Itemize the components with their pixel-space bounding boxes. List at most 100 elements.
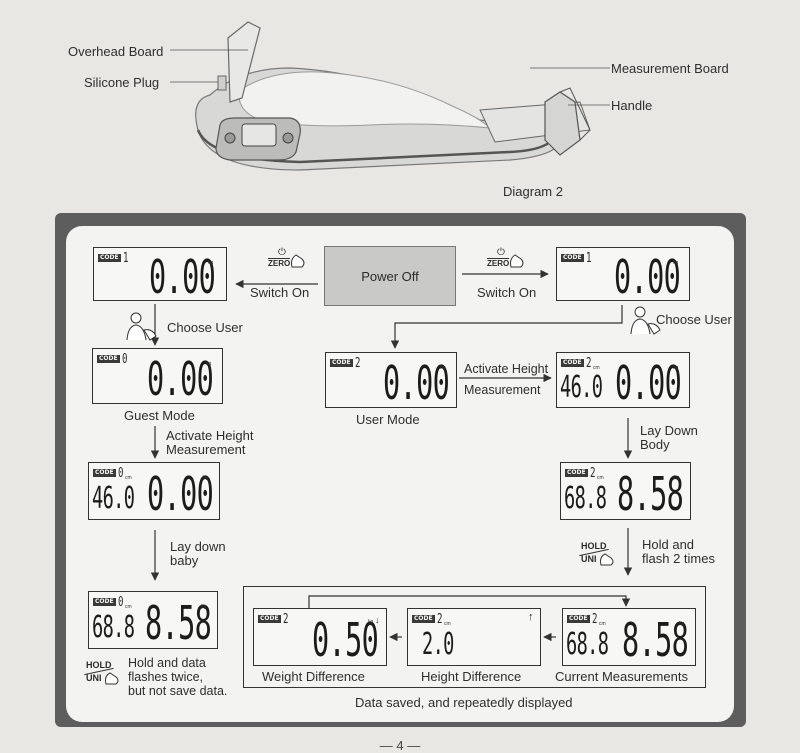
lcd-weight-value: 0.00 [147,467,214,521]
unit-kg: kg [206,361,212,367]
label-switch-on-left: Switch On [250,285,310,300]
zero-power-icon: ⏻ ZERO [487,247,527,271]
power-off-label: Power Off [361,268,419,284]
label-weight-difference: Weight Difference [262,669,365,684]
hold-unit-icon: HOLD UNI [84,660,124,688]
unit-kg: kg [673,365,679,371]
lcd-code-value: 1 [122,251,129,266]
label-hold-data-3: but not save data. [128,684,228,698]
label-data-saved: Data saved, and repeatedly displayed [355,695,573,710]
label-height-difference: Height Difference [421,669,522,684]
lcd-height-value: 68.8 [566,627,609,662]
arrow-loop-back [308,595,631,608]
user-icon [126,312,157,341]
lcd-weight-value: 8.58 [622,613,689,667]
label-switch-on-right: Switch On [477,285,537,300]
label-lay-down-body-1: Lay Down [640,423,698,438]
lcd-code-value: 0 [117,466,124,481]
lcd-code-value: 2 [282,612,289,627]
lcd-code-value: 2 [436,612,443,627]
unit-kg: kg [440,365,446,371]
arrow-choose-user-right [390,305,623,349]
code-tag: CODE [565,469,588,477]
label-hold-flash-2: flash 2 times [642,551,715,566]
lcd-code-value: 2 [585,356,592,371]
lcd-code-value: 2 [354,356,361,371]
label-activate-height-mid-1: Activate Height [464,362,549,376]
lcd-weight-value: 8.58 [145,596,212,650]
label-choose-user-left: Choose User [167,320,243,335]
label-handle: Handle [611,98,653,113]
lcd-code-value: 2 [591,612,598,627]
unit-cm: cm [593,365,600,371]
unit-kg: kg [203,475,209,481]
label-silicone-plug: Silicone Plug [84,75,160,90]
lcd-code-value: 0 [117,595,124,610]
lcd-height-value: 46.0 [560,370,603,405]
lcd-weight-value: 0.00 [615,356,682,410]
label-lay-down-body-2: Body [640,437,670,452]
label-hold-flash-1: Hold and [642,537,695,552]
page-number-value: 4 [396,738,404,753]
page-number: — 4 — [379,738,421,753]
code-tag: CODE [93,469,116,477]
code-tag: CODE [93,598,116,606]
unit-kg: kg [673,260,679,266]
lcd-weight-value: 0.00 [149,250,216,304]
lcd-code-value: 1 [585,251,592,266]
code-tag: CODE [97,355,120,363]
code-tag: CODE [561,359,584,367]
label-hold-data-2: flashes twice, [128,670,204,684]
code-tag: CODE [412,615,435,623]
unit-cm: cm [599,621,606,627]
label-hold-data-1: Hold and data [128,656,206,670]
power-off-box: Power Off [324,246,456,306]
label-lay-down-baby-2: baby [170,553,199,568]
unit-kg: kg [679,621,685,627]
unit-kg: kg [368,619,374,625]
user-icon [630,306,661,335]
diagram-caption: Diagram 2 [503,184,563,199]
label-overhead-board: Overhead Board [68,44,164,59]
unit-cm: cm [597,475,604,481]
label-activate-height-left-2: Measurement [166,442,246,457]
code-tag: CODE [98,254,121,262]
unit-cm: cm [125,475,132,481]
label-guest-mode: Guest Mode [124,408,195,423]
label-current-measurements: Current Measurements [555,669,688,684]
code-tag: CODE [561,254,584,262]
code-tag: CODE [258,615,281,623]
lcd-height-value: 68.8 [564,481,607,516]
unit-kg: kg [201,604,207,610]
lcd-height-value: 46.0 [92,481,135,516]
unit-cm: cm [444,621,451,627]
data-saved-group [243,586,706,688]
unit-kg: kg [208,260,214,266]
hold-unit-icon: HOLD UNI [579,541,619,569]
code-tag: CODE [567,615,590,623]
label-measurement-board: Measurement Board [611,61,729,76]
zero-power-icon: ⏻ ZERO [268,247,308,271]
lcd-weight-value: 0.00 [614,250,681,304]
label-choose-user-right: Choose User [656,312,732,327]
lcd-height-value: 2.0 [422,627,454,662]
label-activate-height-left-1: Activate Height [166,428,254,443]
label-user-mode: User Mode [356,412,420,427]
lcd-height-value: 68.8 [92,610,135,645]
unit-cm: cm [125,604,132,610]
lcd-code-value: 2 [589,466,596,481]
unit-kg: kg [674,475,680,481]
down-arrow-indicator-icon: ↓ [375,615,380,625]
scale-device-illustration [170,21,610,171]
lcd-code-value: 0 [121,352,128,367]
